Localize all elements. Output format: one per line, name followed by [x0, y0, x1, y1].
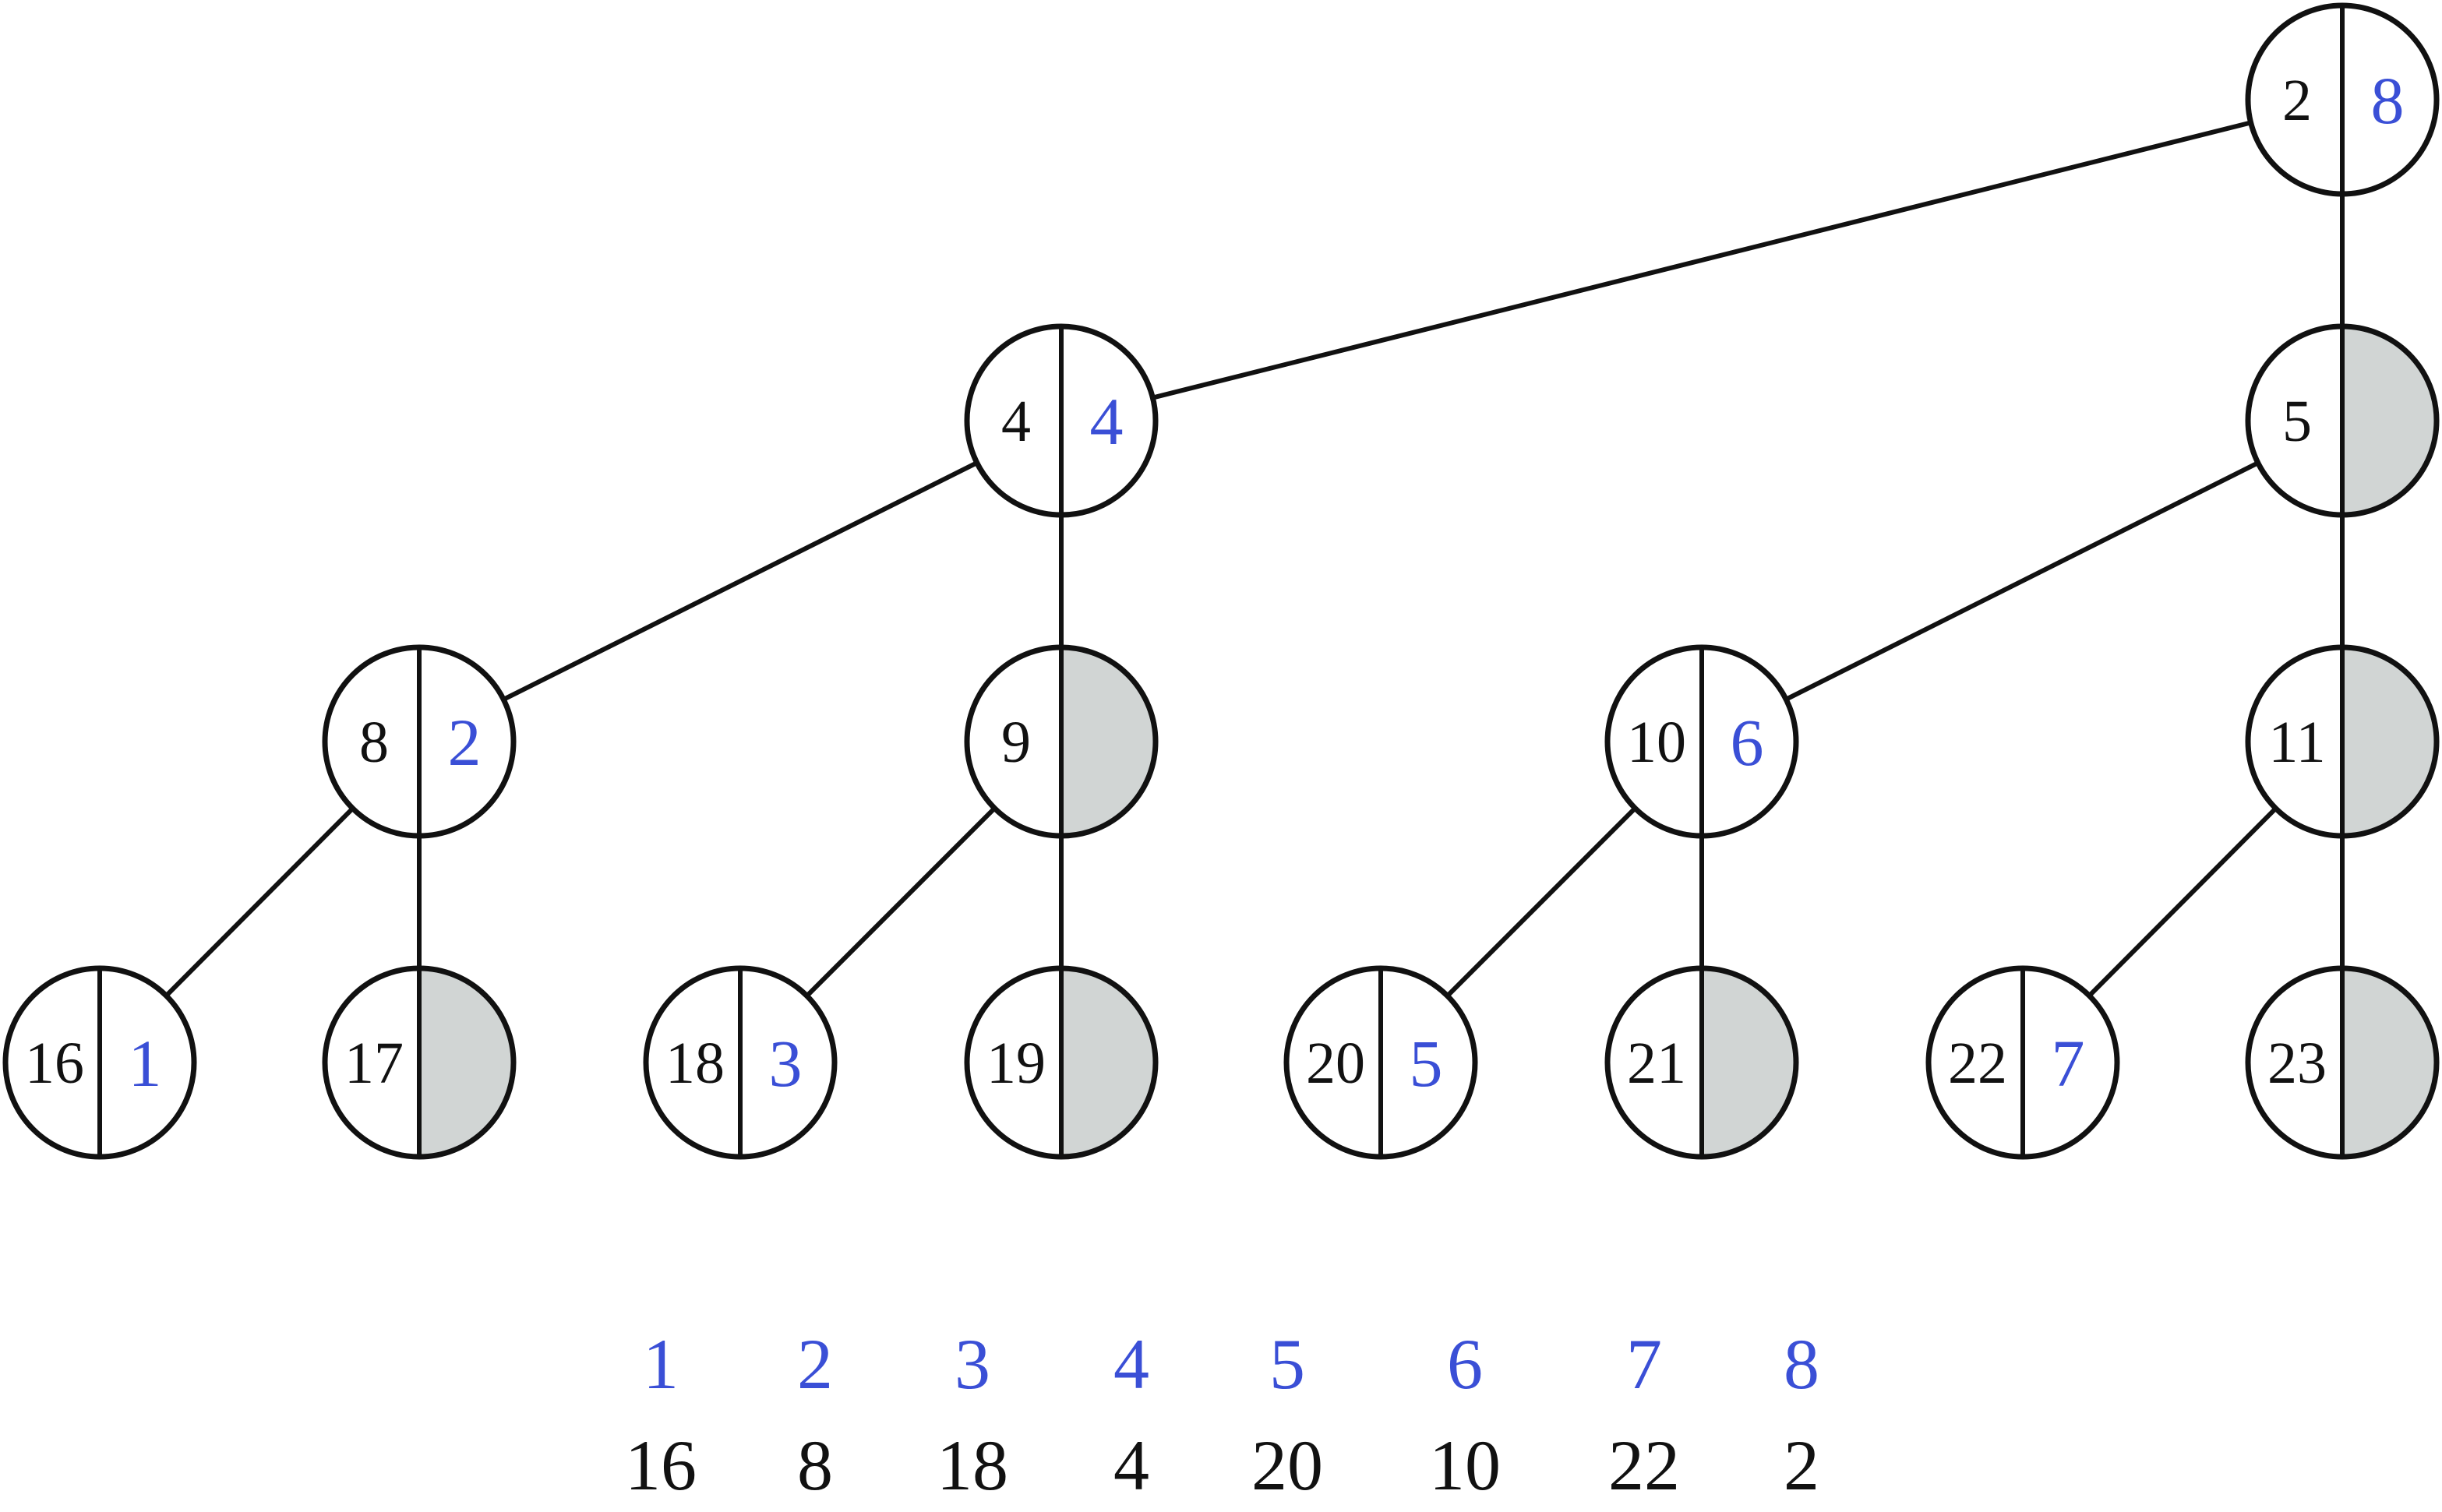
node-rank: 8 — [2371, 63, 2405, 138]
table-index-cell: 6 — [1447, 1324, 1483, 1404]
tree-edge — [1700, 418, 2344, 744]
node-ring — [1604, 965, 1799, 1160]
table-index-cell: 5 — [1269, 1324, 1305, 1404]
tree-node: 17 — [322, 965, 517, 1160]
table-value-cell: 8 — [797, 1426, 833, 1505]
tree-node: 21 — [1604, 965, 1799, 1160]
node-ring — [2245, 2, 2440, 197]
node-ring — [964, 965, 1159, 1160]
node-label: 9 — [1001, 710, 1031, 775]
table-index-cell: 1 — [643, 1324, 679, 1404]
table-value-cell: 2 — [1784, 1426, 1819, 1505]
node-ring — [2245, 644, 2440, 839]
node-empty-half — [419, 968, 513, 1157]
node-label: 22 — [1948, 1031, 2007, 1096]
node-label: 2 — [2282, 68, 2312, 133]
node-label: 20 — [1306, 1031, 1365, 1096]
node-rank: 1 — [129, 1026, 162, 1101]
node-label: 16 — [25, 1031, 84, 1096]
table-value-cell: 18 — [937, 1426, 1008, 1505]
node-ring — [2245, 965, 2440, 1160]
table-index-cell: 4 — [1113, 1324, 1149, 1404]
table-value-cell: 16 — [625, 1426, 697, 1505]
table-index-cell: 2 — [797, 1324, 833, 1404]
node-label: 11 — [2268, 710, 2325, 775]
node-label: 5 — [2282, 389, 2312, 454]
node-label: 8 — [359, 710, 389, 775]
node-ring — [643, 965, 838, 1160]
node-empty-half — [1702, 968, 1796, 1157]
node-ring — [964, 323, 1159, 518]
node-label: 18 — [665, 1031, 725, 1096]
tree-edge — [1060, 97, 2343, 423]
tree-node: 22 7 — [1925, 965, 2120, 1160]
table-value-cell: 20 — [1251, 1426, 1323, 1505]
node-empty-half — [2342, 647, 2437, 836]
table-value-cell: 22 — [1608, 1426, 1680, 1505]
tree-edge — [418, 418, 1063, 744]
table-index-cell: 7 — [1626, 1324, 1662, 1404]
node-label: 21 — [1627, 1031, 1686, 1096]
node-rank: 7 — [2052, 1026, 2085, 1101]
tree-node: 5 — [2245, 323, 2440, 518]
node-label: 10 — [1627, 710, 1686, 775]
tree-node: 23 — [2245, 965, 2440, 1160]
node-label: 19 — [986, 1031, 1046, 1096]
node-ring — [1925, 965, 2120, 1160]
node-ring — [2245, 323, 2440, 518]
node-ring — [1283, 965, 1478, 1160]
node-empty-half — [2342, 326, 2437, 515]
table-row-indices: 1 2 3 4 5 6 7 8 — [643, 1324, 1819, 1404]
node-ring — [322, 644, 517, 839]
table-value-cell: 4 — [1113, 1426, 1149, 1505]
table-value-cell: 10 — [1429, 1426, 1501, 1505]
tree-node: 9 — [964, 644, 1159, 839]
node-rank: 5 — [1410, 1026, 1443, 1101]
node-label: 17 — [344, 1031, 404, 1096]
tree-node: 10 6 — [1604, 644, 1799, 839]
node-ring — [322, 965, 517, 1160]
node-empty-half — [1061, 647, 1156, 836]
node-ring — [1604, 644, 1799, 839]
node-label: 4 — [1001, 389, 1031, 454]
node-empty-half — [1061, 968, 1156, 1157]
tree-node: 11 — [2245, 644, 2440, 839]
node-rank: 3 — [769, 1026, 803, 1101]
table-index-cell: 3 — [955, 1324, 990, 1404]
node-empty-half — [2342, 968, 2437, 1157]
tree-node: 18 3 — [643, 965, 838, 1160]
tree-node: 20 5 — [1283, 965, 1478, 1160]
tree-edges — [97, 97, 2345, 1065]
tree-node: 16 1 — [2, 965, 197, 1160]
node-rank: 4 — [1090, 384, 1124, 459]
node-rank: 6 — [1731, 705, 1764, 780]
node-ring — [964, 644, 1159, 839]
node-rank: 2 — [448, 705, 482, 780]
table-index-cell: 8 — [1784, 1324, 1819, 1404]
node-ring — [2, 965, 197, 1160]
tree-node: 19 — [964, 965, 1159, 1160]
node-label: 23 — [2267, 1031, 2327, 1096]
